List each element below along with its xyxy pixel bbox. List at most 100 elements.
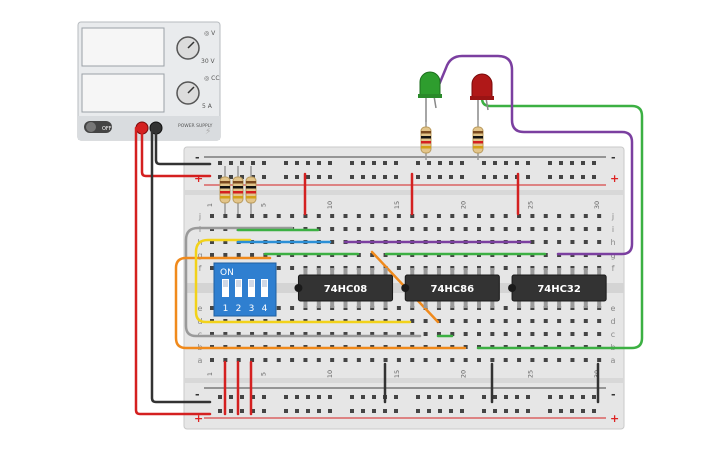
hole[interactable]	[236, 358, 241, 362]
hole[interactable]	[370, 358, 375, 362]
chip-74hc32[interactable]: 74HC32	[508, 268, 607, 308]
rail-hole[interactable]	[218, 395, 222, 399]
chip-74hc86[interactable]: 74HC86	[401, 268, 500, 308]
hole[interactable]	[463, 319, 468, 323]
chip-74hc08[interactable]: 74HC08	[294, 268, 394, 308]
hole[interactable]	[370, 332, 375, 336]
rail-hole[interactable]	[449, 161, 453, 165]
hole[interactable]	[557, 358, 562, 362]
hole[interactable]	[396, 266, 401, 270]
rail-hole[interactable]	[592, 395, 596, 399]
rail-hole[interactable]	[526, 409, 530, 413]
hole[interactable]	[517, 227, 522, 231]
dip-toggle-3[interactable]	[248, 279, 255, 297]
rail-hole[interactable]	[350, 161, 354, 165]
hole[interactable]	[210, 214, 214, 218]
rail-hole[interactable]	[427, 395, 431, 399]
rail-hole[interactable]	[570, 175, 574, 179]
rail-hole[interactable]	[504, 161, 508, 165]
dip-toggle-4[interactable]	[261, 279, 268, 297]
hole[interactable]	[490, 227, 495, 231]
rail-hole[interactable]	[306, 409, 310, 413]
led-red[interactable]	[470, 73, 494, 120]
rail-hole[interactable]	[548, 175, 552, 179]
rail-hole[interactable]	[548, 395, 552, 399]
rail-hole[interactable]	[372, 175, 376, 179]
hole[interactable]	[210, 266, 214, 270]
hole[interactable]	[316, 214, 321, 218]
hole[interactable]	[276, 358, 281, 362]
hole[interactable]	[383, 227, 388, 231]
hole[interactable]	[517, 358, 522, 362]
hole[interactable]	[410, 332, 415, 336]
hole[interactable]	[276, 266, 281, 270]
hole[interactable]	[356, 253, 361, 257]
hole[interactable]	[597, 319, 602, 323]
hole[interactable]	[463, 227, 468, 231]
hole[interactable]	[570, 358, 575, 362]
rail-hole[interactable]	[581, 161, 585, 165]
rail-hole[interactable]	[493, 395, 497, 399]
hole[interactable]	[543, 240, 548, 244]
rail-hole[interactable]	[284, 409, 288, 413]
hole[interactable]	[450, 214, 455, 218]
resistor-2[interactable]	[232, 166, 244, 214]
hole[interactable]	[583, 227, 588, 231]
hole[interactable]	[503, 266, 508, 270]
rail-hole[interactable]	[284, 395, 288, 399]
hole[interactable]	[517, 214, 522, 218]
rail-hole[interactable]	[361, 409, 365, 413]
hole[interactable]	[583, 240, 588, 244]
rail-hole[interactable]	[581, 395, 585, 399]
rail-hole[interactable]	[240, 409, 244, 413]
hole[interactable]	[330, 214, 335, 218]
hole[interactable]	[343, 358, 348, 362]
rail-hole[interactable]	[350, 175, 354, 179]
rail-hole[interactable]	[262, 395, 266, 399]
rail-hole[interactable]	[515, 409, 519, 413]
hole[interactable]	[303, 332, 308, 336]
hole[interactable]	[316, 227, 321, 231]
rail-hole[interactable]	[559, 409, 563, 413]
hole[interactable]	[530, 358, 535, 362]
hole[interactable]	[276, 214, 281, 218]
dip-toggle-2[interactable]	[235, 279, 242, 297]
hole[interactable]	[463, 214, 468, 218]
hole[interactable]	[503, 358, 508, 362]
hole[interactable]	[276, 332, 281, 336]
rail-hole[interactable]	[493, 409, 497, 413]
hole[interactable]	[450, 358, 455, 362]
rail-hole[interactable]	[416, 395, 420, 399]
rail-hole[interactable]	[581, 409, 585, 413]
hole[interactable]	[396, 214, 401, 218]
hole[interactable]	[557, 214, 562, 218]
rail-hole[interactable]	[460, 395, 464, 399]
rail-hole[interactable]	[229, 409, 233, 413]
hole[interactable]	[557, 332, 562, 336]
hole[interactable]	[236, 253, 241, 257]
hole[interactable]	[530, 214, 535, 218]
rail-hole[interactable]	[460, 161, 464, 165]
rail-hole[interactable]	[460, 409, 464, 413]
hole[interactable]	[263, 214, 268, 218]
hole[interactable]	[396, 227, 401, 231]
rail-hole[interactable]	[559, 395, 563, 399]
hole[interactable]	[223, 240, 228, 244]
hole[interactable]	[583, 214, 588, 218]
rail-hole[interactable]	[328, 175, 332, 179]
hole[interactable]	[423, 214, 428, 218]
hole[interactable]	[530, 332, 535, 336]
hole[interactable]	[343, 227, 348, 231]
hole[interactable]	[290, 358, 295, 362]
rail-hole[interactable]	[251, 409, 255, 413]
hole[interactable]	[517, 319, 522, 323]
rail-hole[interactable]	[361, 395, 365, 399]
rail-hole[interactable]	[350, 395, 354, 399]
hole[interactable]	[477, 319, 481, 323]
rail-hole[interactable]	[306, 161, 310, 165]
hole[interactable]	[570, 319, 575, 323]
hole[interactable]	[463, 332, 468, 336]
hole[interactable]	[490, 358, 495, 362]
hole[interactable]	[250, 358, 255, 362]
hole[interactable]	[303, 358, 308, 362]
